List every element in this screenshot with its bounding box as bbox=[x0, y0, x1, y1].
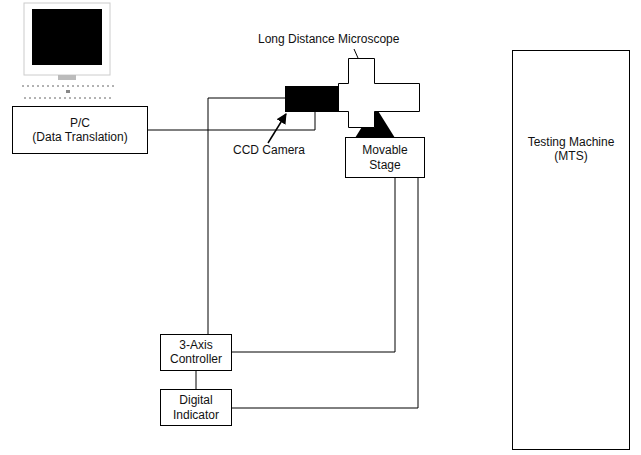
node-label: Movable Stage bbox=[350, 143, 420, 172]
computer-icon bbox=[22, 3, 114, 98]
connector bbox=[232, 178, 418, 408]
node-label: P/C bbox=[70, 116, 90, 130]
connector bbox=[232, 178, 395, 352]
indicator-box: Digital Indicator bbox=[160, 389, 232, 426]
connector bbox=[196, 371, 197, 389]
controller-box: 3-Axis Controller bbox=[160, 334, 232, 371]
ccd-camera: CCD Camera bbox=[285, 86, 339, 112]
node-label: Testing Machine (MTS) bbox=[517, 135, 625, 164]
node-label: CCD Camera bbox=[233, 143, 305, 157]
connector bbox=[148, 112, 315, 130]
node-label: (Data Translation) bbox=[32, 130, 127, 144]
node-label: Digital Indicator bbox=[165, 393, 227, 422]
computer-box: P/C(Data Translation) bbox=[12, 106, 148, 154]
microscope-outline bbox=[338, 58, 420, 128]
microscope: Long Distance Microscope bbox=[338, 58, 420, 128]
node-label: 3-Axis Controller bbox=[165, 338, 227, 367]
leader-line bbox=[354, 49, 358, 58]
leader-arrow bbox=[268, 114, 286, 143]
testing-machine-box: Testing Machine (MTS) bbox=[512, 50, 630, 450]
stage-box: Movable Stage bbox=[345, 137, 425, 178]
connector bbox=[208, 98, 285, 334]
node-label: Long Distance Microscope bbox=[258, 32, 399, 46]
